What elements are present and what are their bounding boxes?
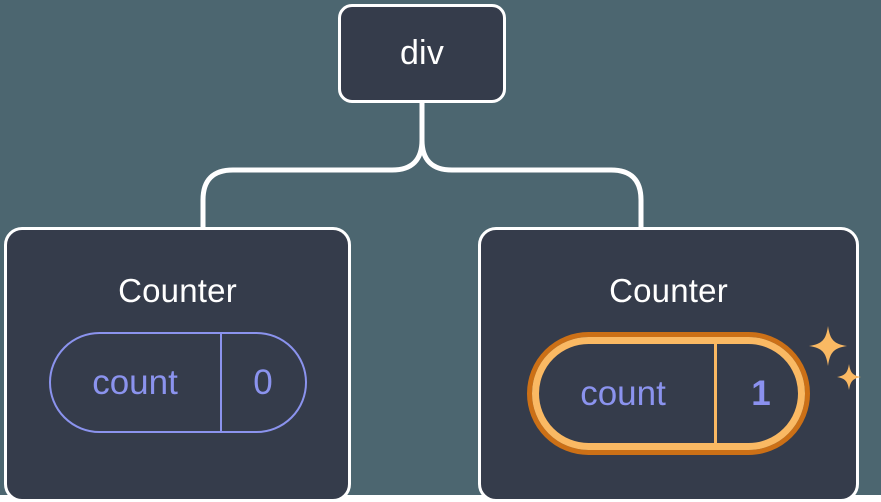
- state-pill-wrap-right: count 1: [527, 326, 861, 455]
- state-key-label-right: count: [580, 373, 666, 413]
- node-counter-left-label: Counter: [118, 272, 237, 309]
- sparkles-icon: [809, 326, 861, 390]
- node-div-label: div: [399, 34, 445, 72]
- state-value-cell-right: 1: [717, 337, 805, 450]
- state-key-cell-left: count: [51, 334, 222, 431]
- node-div[interactable]: div: [338, 4, 506, 103]
- state-value-label-left: 0: [253, 362, 273, 402]
- state-key-cell-right: count: [532, 344, 717, 443]
- node-counter-right-label: Counter: [609, 272, 728, 309]
- state-value-label-right: 1: [751, 373, 771, 413]
- state-pill-count-right[interactable]: count 1: [527, 332, 810, 455]
- node-counter-right[interactable]: Counter count 1: [478, 227, 861, 502]
- state-key-label-left: count: [92, 362, 178, 402]
- state-pill-wrap-left: count 0: [48, 332, 307, 433]
- state-value-cell-left: 0: [222, 334, 305, 431]
- node-counter-left[interactable]: Counter count 0: [4, 227, 351, 502]
- state-pill-count-left[interactable]: count 0: [48, 332, 307, 433]
